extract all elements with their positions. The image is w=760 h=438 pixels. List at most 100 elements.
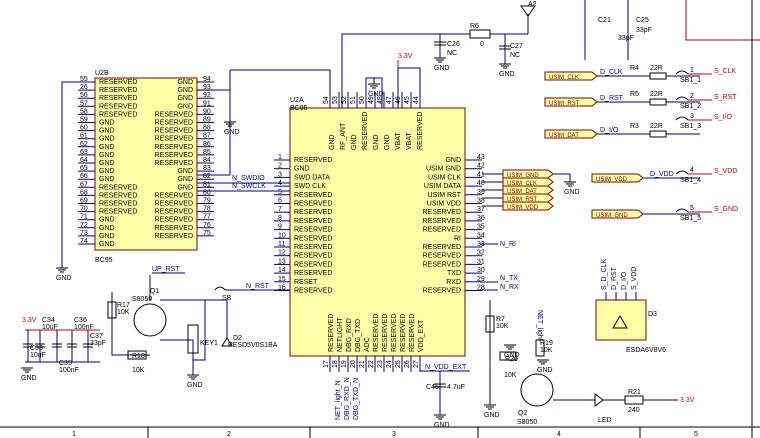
u2b-right-pin-label: GND [177,103,193,110]
sim-port [591,209,644,219]
u2a-left-pin-label: RESERVED [294,157,332,164]
u2a-top-pin-number: 47 [386,96,393,104]
u2b-left-pin-label: GND [99,176,115,183]
u2a-bottom-pin-label: VDD_EXT [418,319,425,352]
sim-resistor [649,130,667,138]
u2a-top-pin-label: VBAT [395,132,402,150]
u2b-right-pin-number: 92 [203,92,211,99]
u2a-left-pin-label: RESERVED [294,253,332,260]
u2b-right-pin-number: 93 [203,84,211,91]
u2a-right-pin-number: 32 [477,250,485,257]
c26-label: C26 [447,41,460,48]
u2b-left-pin-number: 71 [80,214,88,221]
d3-net-label: D_I/O [621,271,628,290]
usim-port-label: USIM_VDD [507,205,539,211]
u2b-left-pin-number: 72 [80,222,88,229]
u2b-right-pin-number: 80 [203,189,211,196]
u2a-left-pin-label: RESERVED [294,244,332,251]
u2b-left-pin-number: 70 [80,206,88,213]
r19-value: 10K [540,347,553,354]
u2a-bottom-pin-number: 25 [395,360,402,368]
r6-label: R6 [470,23,479,30]
u2b-left-pin-number: 60 [80,125,88,132]
u2a-left-pin-number: 6 [278,198,282,205]
r17-value: 10K [117,309,130,316]
r21-value: 240 [628,407,640,414]
q2-part: S8050 [517,419,537,426]
u2a-right-pin-number: 37 [477,206,485,213]
u2b-part: BC95 [95,257,113,264]
u2a-left-pin-label: RESERVED [294,201,332,208]
u2a-top-pin-number: 53 [332,96,339,104]
u2a-right-pin-label: USIM VDD [427,201,461,208]
sim-jumper-label: SB1_3 [680,123,701,130]
u2a-bottom-net-label: DBG_RXD_N [344,377,351,420]
u2b-right-pin-label: RESERVED [155,111,193,118]
wire-vbat [397,67,421,108]
u2b-left-pin-number: 65 [80,165,88,172]
sim-jumper-icon [675,208,689,213]
gnd-label: GND [21,375,37,382]
u2a-left-pin-label: RESERVED [294,218,332,225]
u2a-right-pin-number: 42 [477,163,485,170]
u2b-left-pin-number: 63 [80,149,88,156]
power-cap-label: C37 [90,333,103,340]
u2a-left-pin-label: RESERVED [294,270,332,277]
u2b-right-pin-number: 82 [203,173,211,180]
u2b-right-pin-number: 84 [203,157,211,164]
usim-port [502,177,554,187]
u2b-right-pin-number: 85 [203,149,211,156]
u2b-right-pin-number: 90 [203,108,211,115]
frame-zone-label: 3 [392,431,396,438]
r20-resistor [499,351,517,361]
sim-jumper-label: SB1_5 [680,215,701,222]
sim-net-label: D_RST [600,95,624,102]
u2b-left-pin-number: 55 [80,76,88,83]
u2a-right-pin-number: 41 [477,171,485,178]
u2b-right-pin-label: RESERVED [155,152,193,159]
u2b-left-pin-label: RESERVED [99,184,137,191]
r17-label: R17 [117,302,130,309]
u2a-top-pin-number: 52 [341,96,348,104]
c25-value: 33pF [636,27,652,34]
vbat-3v3: 3.3V [398,53,413,60]
sim-out-label: S_GND [714,206,738,213]
u2b-left-pin-number: 62 [80,141,88,148]
u2b-right-pin-label: RESERVED [155,201,193,208]
sb-label: SB [222,295,232,302]
u2a-bottom-pin-label: NETLIGHT [337,317,344,352]
sim-port-label: USIM_DAT [549,133,579,139]
c27-value: NC [510,52,520,59]
u2a-bottom-pin-number: 27 [413,360,420,368]
u2a-bottom-pin-number: 23 [377,360,384,368]
u2a-left-pin-number: 11 [278,241,285,248]
sim-jumper-icon [675,116,689,121]
u2a-bottom-net-label: DBG_TXD_N [353,378,360,420]
a2-label: A2 [528,1,537,8]
u2b-right-pin-label: GND [177,184,193,191]
u2a-body [289,107,466,357]
r18-label: R18 [132,353,145,360]
power-cap-value: 33pF [90,340,106,347]
u2b-left-pin-label: GND [99,120,115,127]
sim-jumper-label: SB1_1 [680,77,701,84]
sim-resistor-label: R4 [630,65,639,72]
u2b-left-pin-number: 26 [80,84,88,91]
u2a-top-pin-label: VBAT [406,132,413,150]
u2a-right-pin-number: 30 [477,267,485,274]
u2b-right-pin-number: 89 [203,117,211,124]
u2a-bottom-pin-label: RESERVED [373,314,380,352]
sim-resistor-value: 22R [650,91,663,98]
u2a-left-pin-number: 7 [278,206,282,213]
sim-jumper-icon [675,96,689,101]
u2b-designator: U2B [95,70,109,77]
q1-transistor-icon [133,303,167,337]
gnd-label: GND [564,189,580,196]
u2a-bottom-pin-number: 22 [368,360,375,368]
u2a-top-pin-number: 50 [359,96,366,104]
u2a-right-pin-label: RESERVED [423,209,461,216]
sim-resistor-label: R5 [630,91,639,98]
usim-port-label: USIM_RST [507,197,538,203]
usim-port [502,169,554,179]
u2b-left-pin-label: GND [99,144,115,151]
